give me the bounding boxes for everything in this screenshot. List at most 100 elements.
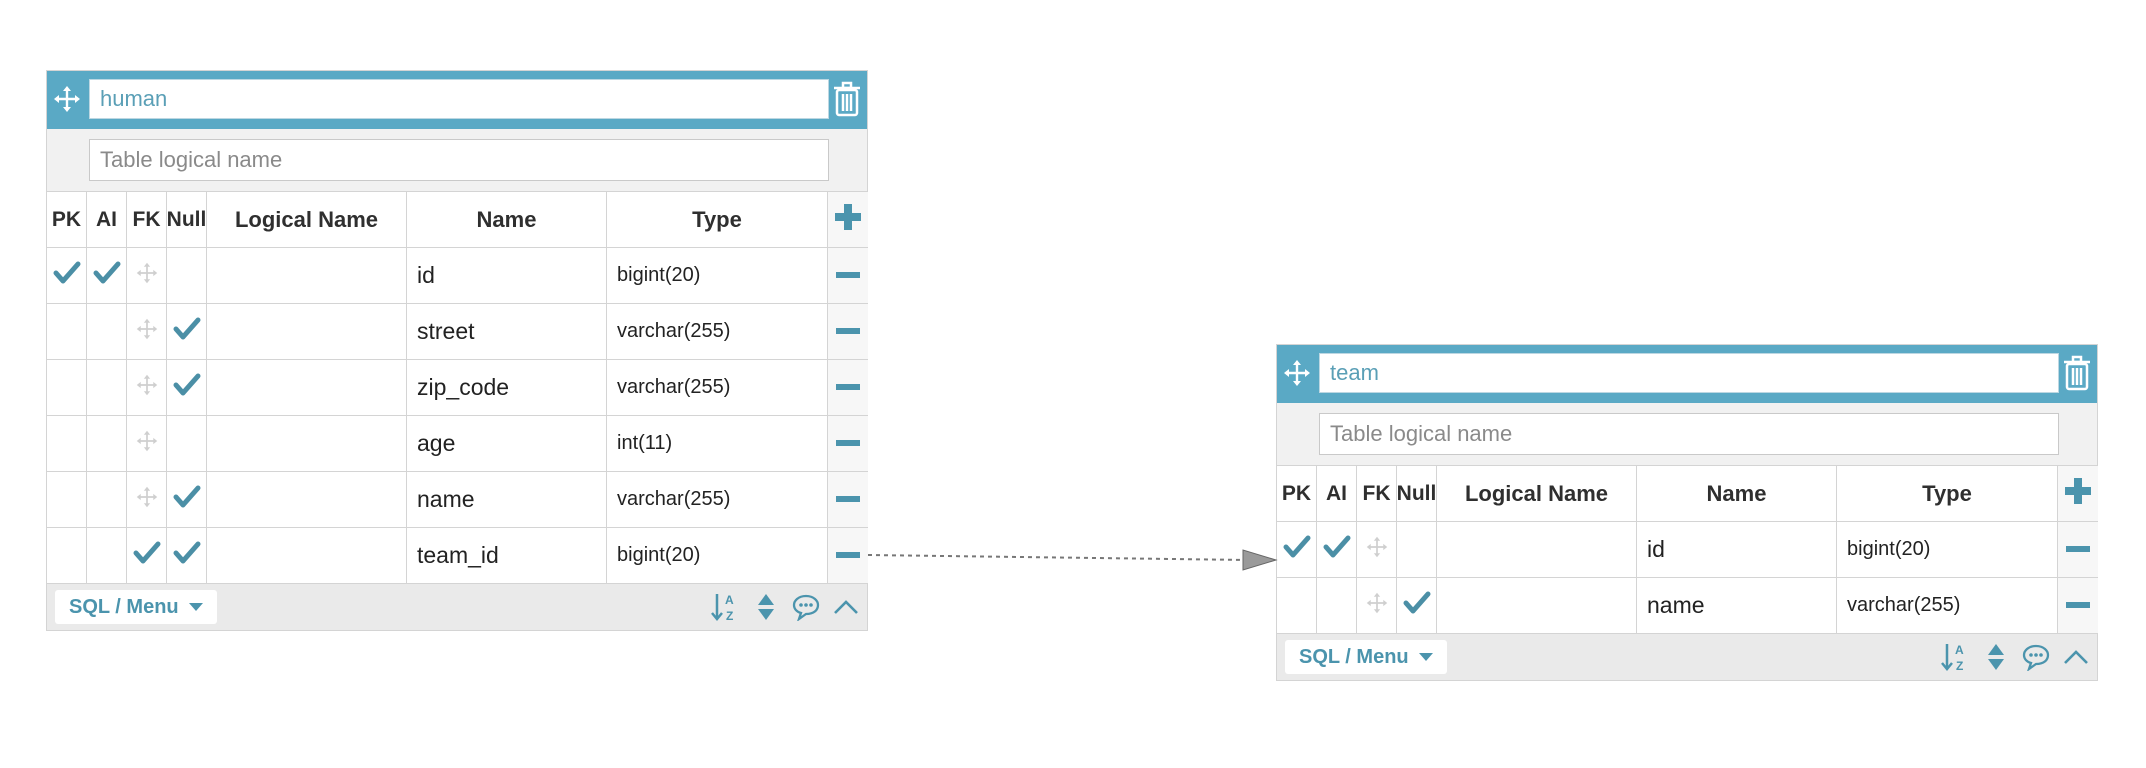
table-name-input[interactable] <box>1319 353 2059 393</box>
pk-toggle[interactable] <box>47 416 87 472</box>
minus-icon[interactable] <box>835 435 861 453</box>
col-header-fk: FK <box>127 192 167 248</box>
ai-toggle[interactable] <box>1317 578 1357 634</box>
ai-toggle[interactable] <box>87 528 127 584</box>
table-logical-name-row <box>47 129 867 192</box>
collapse-icon[interactable] <box>2061 640 2091 674</box>
minus-icon[interactable] <box>835 547 861 565</box>
null-toggle[interactable] <box>167 472 207 528</box>
column-type-field[interactable]: bigint(20) <box>607 248 828 304</box>
fk-handle[interactable] <box>1357 522 1397 578</box>
minus-icon[interactable] <box>2065 541 2091 559</box>
fk-handle[interactable] <box>1357 578 1397 634</box>
comment-icon[interactable] <box>791 590 821 624</box>
ai-toggle[interactable] <box>87 304 127 360</box>
null-toggle[interactable] <box>167 248 207 304</box>
column-name-field[interactable]: id <box>407 248 607 304</box>
table-name-input[interactable] <box>89 79 829 119</box>
fk-handle[interactable] <box>127 304 167 360</box>
fk-handle[interactable] <box>127 528 167 584</box>
column-type-field[interactable]: int(11) <box>607 416 828 472</box>
minus-icon[interactable] <box>835 491 861 509</box>
fk-handle[interactable] <box>127 472 167 528</box>
column-logical-name-field[interactable] <box>207 528 407 584</box>
fk-handle[interactable] <box>127 416 167 472</box>
trash-icon[interactable] <box>833 81 863 119</box>
column-name-field[interactable]: name <box>407 472 607 528</box>
remove-column-button[interactable] <box>828 304 868 360</box>
column-type-field[interactable]: varchar(255) <box>607 304 828 360</box>
remove-column-button[interactable] <box>828 248 868 304</box>
column-logical-name-field[interactable] <box>207 304 407 360</box>
add-column-button[interactable] <box>828 192 868 248</box>
sql-menu-button[interactable]: SQL / Menu <box>55 590 217 624</box>
pk-toggle[interactable] <box>1277 522 1317 578</box>
pk-toggle[interactable] <box>47 528 87 584</box>
column-logical-name-field[interactable] <box>207 472 407 528</box>
remove-column-button[interactable] <box>2058 578 2098 634</box>
null-toggle[interactable] <box>167 528 207 584</box>
fk-handle[interactable] <box>127 360 167 416</box>
reorder-icon[interactable] <box>1981 640 2011 674</box>
ai-toggle[interactable] <box>87 248 127 304</box>
remove-column-button[interactable] <box>828 360 868 416</box>
column-logical-name-field[interactable] <box>207 416 407 472</box>
remove-column-button[interactable] <box>828 528 868 584</box>
column-type-field[interactable]: varchar(255) <box>1837 578 2058 634</box>
column-name-field[interactable]: street <box>407 304 607 360</box>
sql-menu-button[interactable]: SQL / Menu <box>1285 640 1447 674</box>
null-toggle[interactable] <box>1397 522 1437 578</box>
remove-column-button[interactable] <box>2058 522 2098 578</box>
null-toggle[interactable] <box>1397 578 1437 634</box>
collapse-icon[interactable] <box>831 590 861 624</box>
pk-toggle[interactable] <box>47 360 87 416</box>
column-name-field[interactable]: name <box>1637 578 1837 634</box>
column-type-field[interactable]: bigint(20) <box>607 528 828 584</box>
comment-icon[interactable] <box>2021 640 2051 674</box>
minus-icon[interactable] <box>2065 597 2091 615</box>
table-logical-name-input[interactable] <box>89 139 829 181</box>
column-type-field[interactable]: varchar(255) <box>607 472 828 528</box>
column-name-field[interactable]: team_id <box>407 528 607 584</box>
pk-toggle[interactable] <box>47 248 87 304</box>
trash-icon[interactable] <box>2063 355 2093 393</box>
fk-handle[interactable] <box>127 248 167 304</box>
reorder-icon[interactable] <box>751 590 781 624</box>
column-logical-name-field[interactable] <box>1437 578 1637 634</box>
plus-icon[interactable] <box>2063 476 2093 511</box>
col-header-null: Null <box>167 192 207 248</box>
pk-toggle[interactable] <box>47 472 87 528</box>
null-toggle[interactable] <box>167 304 207 360</box>
remove-column-button[interactable] <box>828 416 868 472</box>
add-column-button[interactable] <box>2058 466 2098 522</box>
remove-column-button[interactable] <box>828 472 868 528</box>
move-icon[interactable] <box>1283 359 1313 389</box>
ai-toggle[interactable] <box>87 416 127 472</box>
minus-icon[interactable] <box>835 267 861 285</box>
pk-toggle[interactable] <box>47 304 87 360</box>
pk-toggle[interactable] <box>1277 578 1317 634</box>
ai-toggle[interactable] <box>87 472 127 528</box>
column-name-field[interactable]: age <box>407 416 607 472</box>
ai-toggle[interactable] <box>87 360 127 416</box>
null-toggle[interactable] <box>167 360 207 416</box>
table-logical-name-input[interactable] <box>1319 413 2059 455</box>
minus-icon[interactable] <box>835 379 861 397</box>
column-name-field[interactable]: zip_code <box>407 360 607 416</box>
column-name-field[interactable]: id <box>1637 522 1837 578</box>
column-type-field[interactable]: varchar(255) <box>607 360 828 416</box>
column-logical-name-field[interactable] <box>207 360 407 416</box>
null-toggle[interactable] <box>167 416 207 472</box>
move-icon[interactable] <box>53 85 83 115</box>
ai-toggle[interactable] <box>1317 522 1357 578</box>
check-icon <box>93 260 121 291</box>
minus-icon[interactable] <box>835 323 861 341</box>
column-logical-name-field[interactable] <box>207 248 407 304</box>
plus-icon[interactable] <box>833 202 863 237</box>
column-logical-name-field[interactable] <box>1437 522 1637 578</box>
column-type-field[interactable]: bigint(20) <box>1837 522 2058 578</box>
col-header-pk: PK <box>1277 466 1317 522</box>
